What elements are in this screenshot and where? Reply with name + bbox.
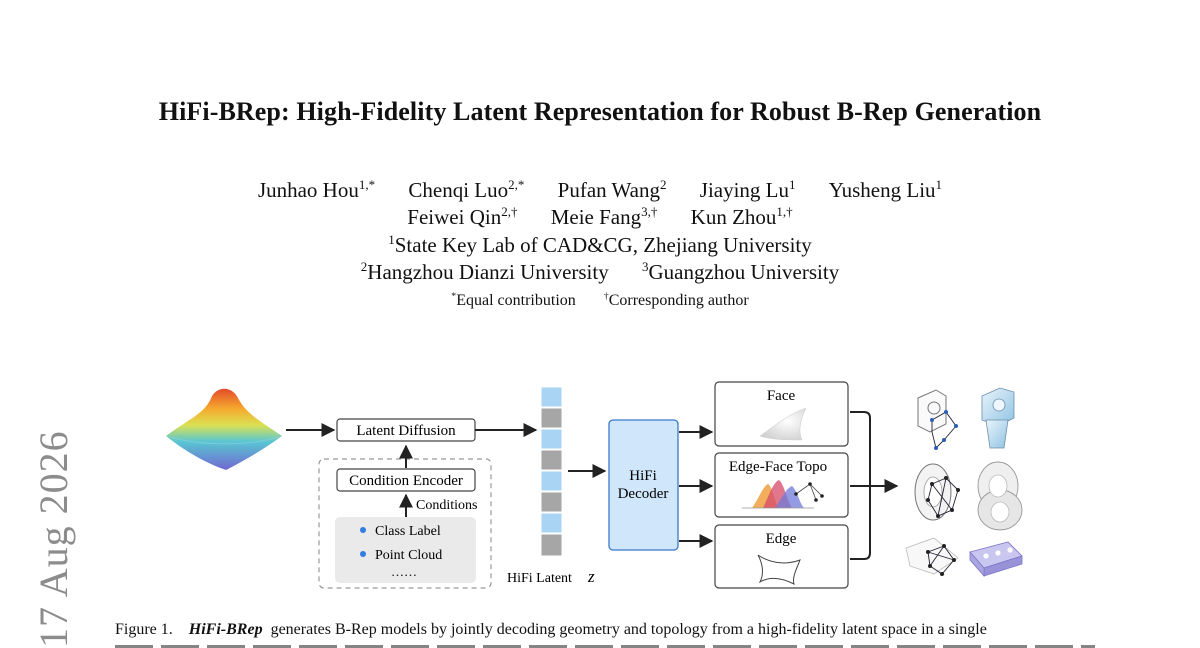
cad-model-solid-3 xyxy=(969,541,1023,578)
cad-model-solid-2 xyxy=(977,461,1023,531)
class-label-text: Class Label xyxy=(375,524,441,539)
face-patch-icon xyxy=(759,407,807,441)
edge-curve-icon xyxy=(757,554,801,585)
topo-peaks-icon xyxy=(742,480,824,509)
author: Feiwei Qin2,† xyxy=(407,204,518,229)
condition-list xyxy=(335,517,476,583)
affiliation: 2Hangzhou Dianzi University xyxy=(360,259,609,284)
face-box xyxy=(714,381,849,447)
point-cloud-text: Point Cloud xyxy=(375,548,442,563)
author: Pufan Wang2 xyxy=(557,177,667,202)
affiliation: 3Guangzhou University xyxy=(641,259,840,284)
caption-text: generates B-Rep models by jointly decodi… xyxy=(270,621,987,638)
point-cloud-bullet-icon xyxy=(360,551,366,557)
class-label-bullet-icon xyxy=(360,527,366,533)
latent-token-column xyxy=(540,386,563,557)
authors-line-1: Junhao Hou1,* Chenqi Luo2,* Pufan Wang2 … xyxy=(0,178,1200,203)
affiliation-line-1: 1State Key Lab of CAD&CG, Zhejiang Unive… xyxy=(0,233,1200,258)
gaussian-surface-icon xyxy=(166,388,282,470)
affiliation-line-2: 2Hangzhou Dianzi University 3Guangzhou U… xyxy=(0,260,1200,285)
figure-label: Figure 1. xyxy=(115,621,173,638)
caption-method-name: HiFi-BRep xyxy=(188,621,263,638)
pipeline-figure: Latent Diffusion Condition Encoder Condi… xyxy=(166,381,1023,589)
author: Junhao Hou1,* xyxy=(257,177,376,202)
affiliation: 1State Key Lab of CAD&CG, Zhejiang Unive… xyxy=(388,232,812,257)
face-label: Face xyxy=(767,388,796,404)
edge-box xyxy=(714,524,849,589)
edge-label: Edge xyxy=(766,531,797,547)
condition-ellipsis: …… xyxy=(391,564,417,579)
latent-symbol: z xyxy=(587,567,595,586)
author: Yusheng Liu1 xyxy=(828,177,943,202)
paper-title: HiFi-BRep: High-Fidelity Latent Represen… xyxy=(158,97,1042,126)
caption-line-2-cutoff xyxy=(115,641,1095,648)
author-notes: *Equal contribution †Corresponding autho… xyxy=(0,292,1200,310)
cad-model-wire-1 xyxy=(917,389,958,450)
latent-diffusion-label: Latent Diffusion xyxy=(356,423,456,439)
edge-face-topo-label: Edge-Face Topo xyxy=(729,459,827,475)
hifi-decoder-box xyxy=(608,419,679,551)
author: Kun Zhou1,† xyxy=(690,204,793,229)
figure-caption: Figure 1. HiFi-BRep generates B-Rep mode… xyxy=(115,621,1095,639)
author: Meie Fang3,† xyxy=(550,204,658,229)
cad-model-solid-1 xyxy=(981,387,1015,449)
decoder-label-line-2: Decoder xyxy=(618,486,669,502)
condition-encoder-label: Condition Encoder xyxy=(349,473,463,489)
hifi-latent-label: HiFi Latent xyxy=(507,571,572,586)
author: Jiaying Lu1 xyxy=(699,177,796,202)
author: Chenqi Luo2,* xyxy=(408,177,525,202)
equal-contribution-note: *Equal contribution xyxy=(451,291,576,309)
authors-line-2: Feiwei Qin2,† Meie Fang3,† Kun Zhou1,† xyxy=(0,205,1200,230)
condition-encoder-box xyxy=(336,468,476,492)
cad-model-wire-3 xyxy=(905,537,959,576)
cad-model-wire-2 xyxy=(914,463,960,521)
conditions-label: Conditions xyxy=(416,498,477,513)
corresponding-author-note: †Corresponding author xyxy=(603,291,749,309)
decoder-label-line-1: HiFi xyxy=(629,468,657,484)
output-cad-models xyxy=(905,387,1023,578)
